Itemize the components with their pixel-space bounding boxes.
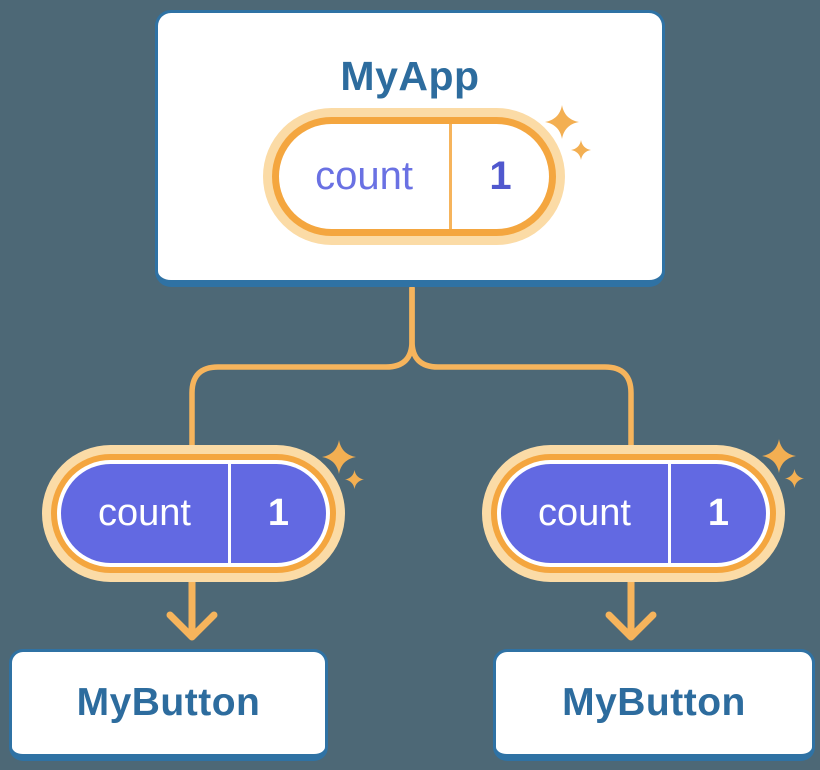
component-card-mybutton-right: MyButton xyxy=(493,649,815,761)
pill-divider xyxy=(667,464,671,563)
component-title: MyButton xyxy=(76,681,261,724)
prop-pill-ring: count 1 xyxy=(51,454,336,573)
sparkle-icon xyxy=(785,469,804,488)
sparkle-icon xyxy=(571,140,591,160)
prop-value: 1 xyxy=(267,492,290,534)
prop-name: count xyxy=(97,492,191,534)
sparkle-icon xyxy=(762,439,796,473)
sparkle-icon xyxy=(322,440,356,474)
prop-pill-ring: count 1 xyxy=(491,454,776,573)
component-title: MyButton xyxy=(562,681,746,724)
prop-pill-left: count 1 xyxy=(42,445,345,582)
pill-divider xyxy=(449,124,453,229)
pill-divider xyxy=(227,464,231,563)
connector-branch-left xyxy=(189,285,415,455)
sparkle-icon xyxy=(345,470,364,489)
state-pill-core: count 1 xyxy=(279,124,549,229)
state-value: 1 xyxy=(489,154,512,198)
state-pill: count 1 xyxy=(263,108,565,245)
prop-value: 1 xyxy=(707,492,730,534)
state-name: count xyxy=(315,154,413,198)
prop-pill-right: count 1 xyxy=(482,445,785,582)
state-pill-ring: count 1 xyxy=(272,117,556,236)
prop-name: count xyxy=(537,492,631,534)
prop-pill-inner: count 1 xyxy=(501,464,766,563)
connector-branch-right xyxy=(409,285,634,455)
component-title: MyApp xyxy=(340,53,480,99)
prop-pill-core: count 1 xyxy=(497,460,770,567)
component-card-mybutton-left: MyButton xyxy=(9,649,328,761)
prop-pill-core: count 1 xyxy=(57,460,330,567)
prop-pill-inner: count 1 xyxy=(61,464,326,563)
sparkle-icon xyxy=(545,105,579,139)
